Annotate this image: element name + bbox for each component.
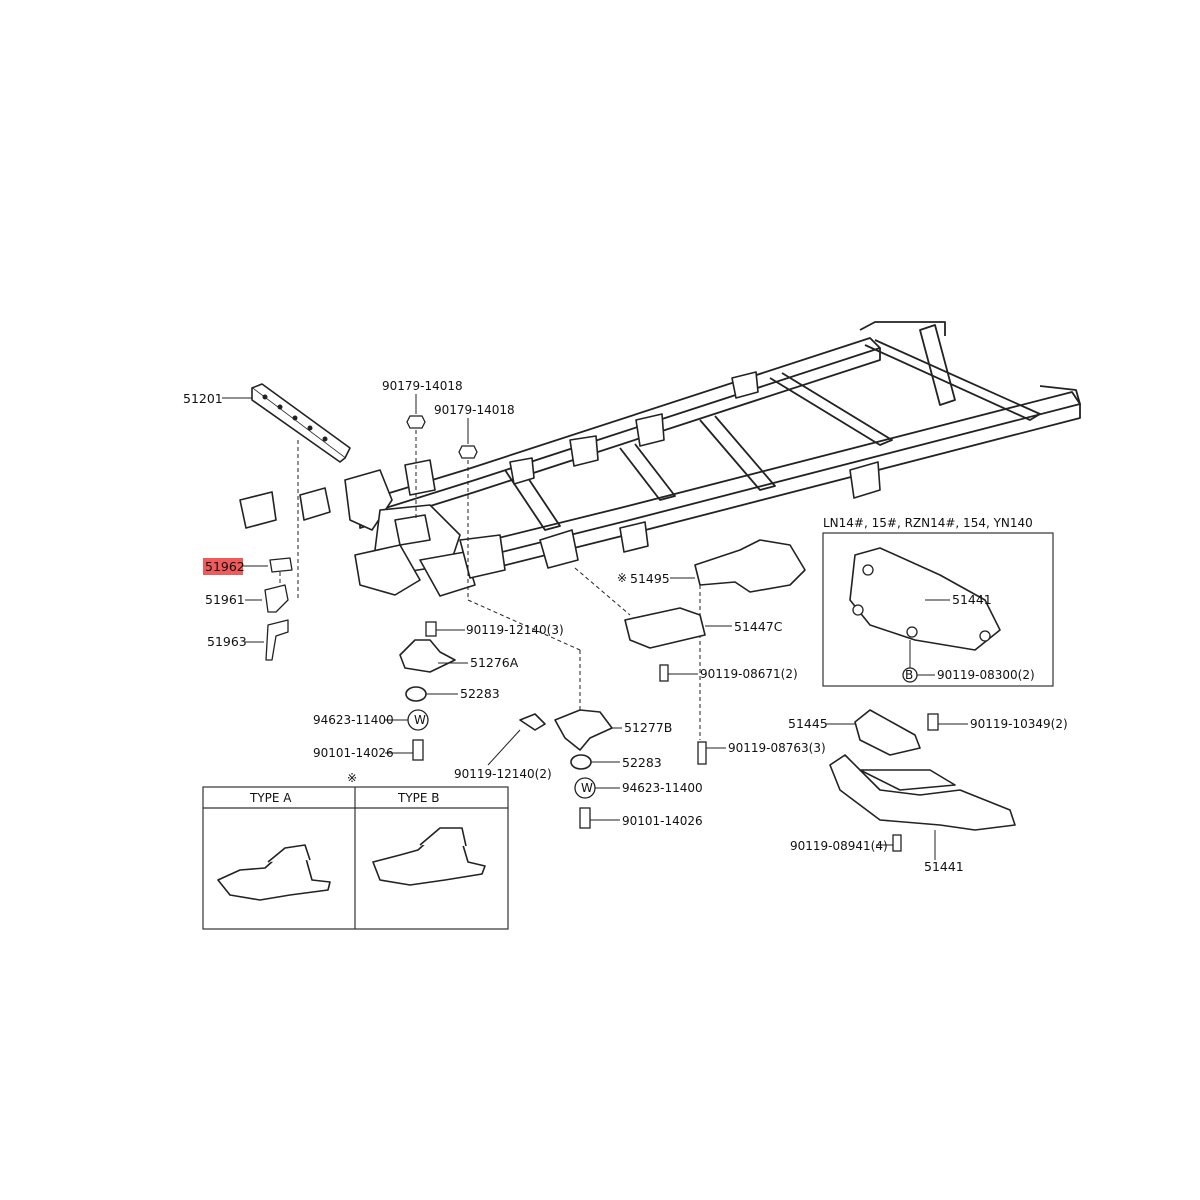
highlight-51962	[203, 558, 243, 575]
label-51201[interactable]: 51201	[183, 391, 223, 406]
label-51276A[interactable]: 51276A	[470, 655, 519, 670]
label-90119-08300[interactable]: 90119-08300(2)	[937, 668, 1035, 682]
bracket-51963	[265, 619, 289, 661]
mount-51495	[694, 539, 806, 593]
label-51441-inset[interactable]: 51441	[952, 592, 992, 607]
label-52283-a[interactable]: 52283	[460, 686, 500, 701]
label-51277B[interactable]: 51277B	[624, 720, 672, 735]
label-90119-08763[interactable]: 90119-08763(3)	[728, 741, 826, 755]
type-comparison-table	[202, 786, 509, 930]
plate-51447C	[624, 607, 706, 649]
inset-title: LN14#, 15#, RZN14#, 154, YN140	[823, 516, 1033, 530]
variant-inset: LN14#, 15#, RZN14#, 154, YN140	[822, 516, 1054, 687]
label-51963[interactable]: 51963	[207, 634, 247, 649]
label-51495[interactable]: 51495	[630, 571, 670, 586]
label-90179-a[interactable]: 90179-14018	[382, 379, 463, 393]
bracket-51961	[264, 584, 289, 613]
label-90179-b[interactable]: 90179-14018	[434, 403, 515, 417]
crossmember-51441	[826, 709, 1016, 860]
chassis-frame	[239, 321, 1081, 573]
washer-w-b: W	[581, 781, 593, 795]
bolt-b-symbol: B	[905, 668, 913, 682]
note-mark-51495: ※	[617, 571, 627, 585]
label-51441[interactable]: 51441	[924, 859, 964, 874]
label-94623-a[interactable]: 94623-11400	[313, 713, 394, 727]
nut-90179-a	[406, 415, 426, 429]
plate-51962	[269, 557, 293, 573]
label-90119-08941[interactable]: 90119-08941(4)	[790, 839, 888, 853]
label-90119-12140-3[interactable]: 90119-12140(3)	[466, 623, 564, 637]
front-suspension-assembly	[344, 459, 506, 597]
label-90119-08671[interactable]: 90119-08671(2)	[700, 667, 798, 681]
label-52283-b[interactable]: 52283	[622, 755, 662, 770]
washer-w-a: W	[414, 713, 426, 727]
label-94623-b[interactable]: 94623-11400	[622, 781, 703, 795]
mount-stack-a	[385, 621, 468, 761]
label-90119-12140-2[interactable]: 90119-12140(2)	[454, 767, 552, 781]
type-a-heading: TYPE A	[249, 791, 292, 805]
label-51961[interactable]: 51961	[205, 592, 245, 607]
label-51445[interactable]: 51445	[788, 716, 828, 731]
label-90119-10349[interactable]: 90119-10349(2)	[970, 717, 1068, 731]
note-mark-types: ※	[347, 771, 357, 785]
crossmember-51201	[251, 383, 351, 463]
label-90101-a[interactable]: 90101-14026	[313, 746, 394, 760]
label-51962[interactable]: 51962	[205, 559, 245, 574]
type-b-heading: TYPE B	[397, 791, 440, 805]
nut-90179-b	[458, 445, 478, 459]
label-90101-b[interactable]: 90101-14026	[622, 814, 703, 828]
label-51447C[interactable]: 51447C	[734, 619, 783, 634]
mount-stack-b	[487, 709, 622, 829]
